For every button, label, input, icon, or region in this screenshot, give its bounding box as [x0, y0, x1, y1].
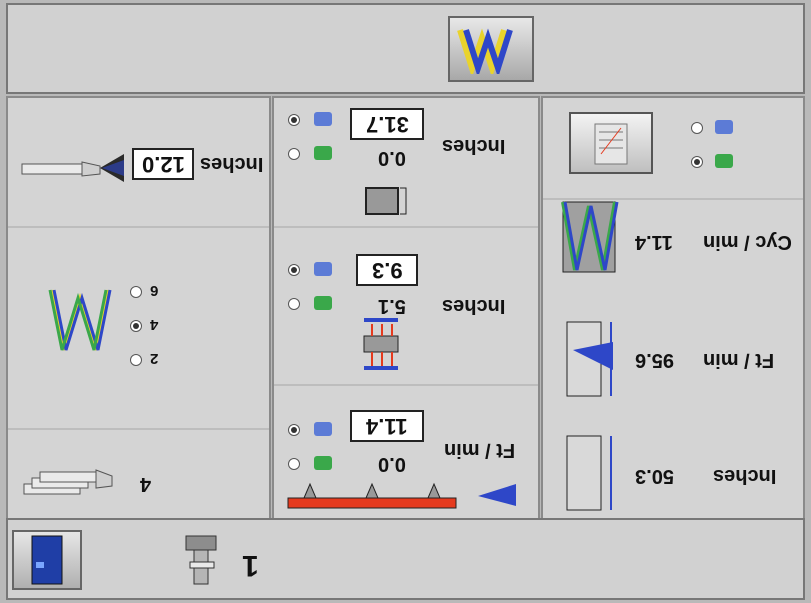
gun-count-value: 4 [140, 473, 152, 495]
cycle-rate-icon [561, 201, 619, 273]
conveyor-icon [287, 482, 516, 509]
weave-logo-button[interactable] [448, 16, 534, 82]
conveyor-speed-unit: Ft / min [444, 439, 516, 461]
right-auto-radio[interactable] [691, 156, 703, 168]
cycle-rate-value: 11.4 [635, 231, 673, 253]
cycle-rate-unit: Cyc / min [703, 231, 792, 253]
height-box-icon [365, 187, 407, 215]
overlap-unit: Inches [442, 135, 506, 157]
spray-setup-panel: 12.0 Inches 6 4 2 4 [6, 96, 271, 520]
edge-gap-unit: Inches [442, 295, 506, 317]
panel-image-button[interactable] [569, 112, 653, 174]
edge-auto-radio[interactable] [288, 298, 300, 310]
stroke-length-value: 50.3 [635, 465, 674, 487]
spray-distance-value: 12.0 [141, 152, 185, 177]
spray-distance-unit: Inches [200, 153, 264, 175]
weave-pattern-icon [48, 289, 112, 351]
traverse-speed-icon [566, 321, 613, 397]
auto-cycle-icon [715, 154, 733, 168]
hand-icon [314, 422, 332, 436]
edge-manual-radio[interactable] [288, 264, 300, 276]
exit-button[interactable] [12, 530, 82, 590]
pattern-label-6: 6 [150, 282, 159, 299]
pattern-radio-2[interactable] [130, 354, 142, 366]
parameters-panel: 31.7 0.0 Inches 9.3 5.1 Inches [272, 96, 540, 520]
spray-gun-icon [21, 154, 124, 182]
booth-icon [594, 123, 628, 165]
auto-cycle-icon [314, 296, 332, 310]
hand-icon [314, 262, 332, 276]
overlap-manual-radio[interactable] [288, 114, 300, 126]
traverse-speed-value: 95.6 [635, 349, 674, 371]
multi-gun-icon [23, 469, 113, 495]
exit-door-icon [31, 535, 63, 585]
right-manual-radio[interactable] [691, 122, 703, 134]
edge-gap-diagram-icon [363, 318, 399, 370]
overlap-value: 31.7 [365, 112, 409, 137]
spray-tool-icon [185, 535, 217, 585]
edge-gap-value: 9.3 [371, 258, 403, 283]
conveyor-speed-value: 11.4 [366, 414, 408, 439]
bottom-bar: 1 [6, 518, 805, 600]
weave-w-logo-icon [457, 28, 513, 74]
spray-distance-field[interactable]: 12.0 [132, 148, 194, 180]
overlap-field[interactable]: 31.7 [350, 108, 424, 140]
stroke-length-unit: Inches [713, 465, 777, 487]
stroke-length-icon [566, 435, 612, 511]
overlap-auto-radio[interactable] [288, 148, 300, 160]
top-bar [6, 3, 805, 94]
pattern-radio-6[interactable] [130, 286, 142, 298]
traverse-speed-unit: Ft / min [703, 349, 775, 371]
conveyor-auto-radio[interactable] [288, 458, 300, 470]
hand-icon [715, 120, 733, 134]
overlap-value2: 0.0 [378, 147, 406, 169]
edge-gap-value2: 5.1 [378, 295, 406, 317]
hand-icon [314, 112, 332, 126]
pattern-label-2: 2 [150, 350, 159, 367]
conveyor-manual-radio[interactable] [288, 424, 300, 436]
auto-cycle-icon [314, 146, 332, 160]
motion-panel: 11.4 Cyc / min 95.6 Ft / min 50.3 Inches [541, 96, 805, 520]
tool-number: 1 [242, 549, 259, 582]
auto-cycle-icon [314, 456, 332, 470]
conveyor-speed-value2: 0.0 [378, 453, 406, 475]
edge-gap-field[interactable]: 9.3 [356, 254, 418, 286]
conveyor-speed-field[interactable]: 11.4 [350, 410, 424, 442]
pattern-radio-4[interactable] [130, 320, 142, 332]
pattern-label-4: 4 [150, 316, 159, 333]
